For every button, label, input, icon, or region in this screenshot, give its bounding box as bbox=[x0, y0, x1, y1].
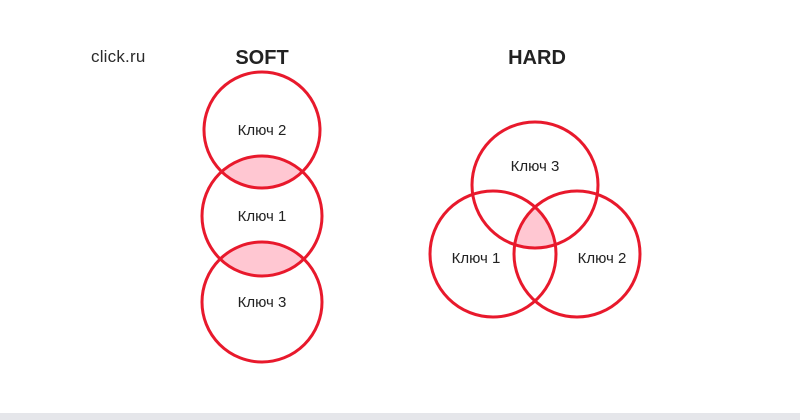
soft-label-key-3: Ключ 3 bbox=[238, 294, 287, 311]
hard-title: HARD bbox=[508, 47, 566, 69]
hard-circle-key-3 bbox=[470, 120, 600, 250]
hard-label-key-2: Ключ 2 bbox=[578, 250, 627, 267]
brand-logo: click.ru bbox=[91, 47, 146, 66]
soft-label-key-1: Ключ 1 bbox=[238, 208, 287, 225]
soft-circle-key-2 bbox=[202, 70, 322, 190]
soft-circle-key-3 bbox=[200, 240, 324, 364]
hard-label-key-3: Ключ 3 bbox=[511, 158, 560, 175]
bottom-bar bbox=[0, 413, 800, 420]
hard-label-key-1: Ключ 1 bbox=[452, 250, 501, 267]
hard-circle-key-1 bbox=[428, 189, 558, 319]
soft-circle-key-1 bbox=[200, 154, 324, 278]
hard-circle-key-2 bbox=[512, 189, 642, 319]
soft-title: SOFT bbox=[235, 47, 288, 69]
soft-label-key-2: Ключ 2 bbox=[238, 122, 287, 139]
